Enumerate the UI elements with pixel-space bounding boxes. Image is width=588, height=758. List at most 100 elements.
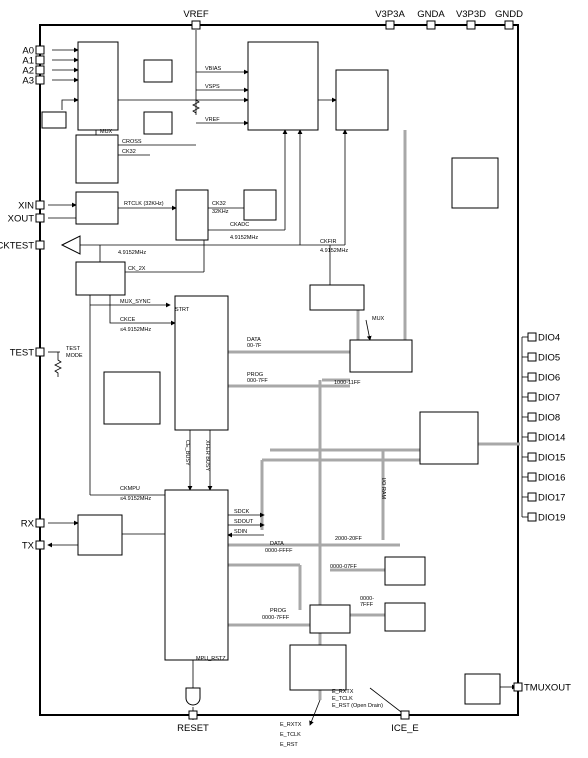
digital-io-block [419,411,479,465]
uart-block [77,514,123,556]
flash-block [384,602,426,632]
pin-label: DIO8 [538,413,560,424]
pin-dio6: DIO6 [522,372,560,384]
test-mux-block [464,673,501,705]
pin-label: V3P3D [456,9,486,20]
ce-block [174,295,229,431]
pin-label: A2 [22,66,34,77]
pin-tmuxout: TMUXOUT [513,682,571,694]
signal-label: E_RXTX [332,689,354,695]
pin-label: TEST [10,348,34,359]
pin-reset: RESET [177,710,209,734]
pin-v3p3a: V3P3A [375,9,405,30]
pin-label: DIO7 [538,393,560,404]
signal-label: MPU_RSTZ [196,656,226,662]
signal-label: E_TCLK [332,696,353,702]
pin-a1: A1 [22,55,45,67]
fir-block [335,69,389,131]
signal-label: 0000-7FFF [262,615,290,621]
signal-label: TEST [66,346,81,352]
vbias-block [143,59,173,83]
signal-lines [47,30,517,726]
signal-label: PROG [270,608,286,614]
pin-a3: A3 [22,75,45,87]
signal-label: ≤4.9152MHz [120,496,151,502]
signal-label: 00-7F [247,343,262,349]
pin-label: DIO19 [538,513,565,524]
pin-label: TX [22,541,35,552]
signal-label: 4.9152MHz [118,250,146,256]
signal-label: 0000-FFFF [265,548,293,554]
pin-xin: XIN [18,200,45,212]
signal-label: 7FFF [360,602,374,608]
adc-block [247,41,319,131]
vref-int-block [143,111,173,135]
pin-dio19: DIO19 [522,512,565,524]
mck-pll-block [175,189,209,241]
pin-dio8: DIO8 [522,412,560,424]
signal-label: VBIAS [205,66,222,72]
pin-label: RESET [177,723,209,734]
signal-label: ≤4.9152MHz [120,327,151,333]
volt-reg-block [451,157,499,209]
pin-vref: VREF [183,9,209,30]
signal-label: CK32 [212,201,226,207]
chip-outline [39,24,519,716]
signal-label: 4.9152MHz [320,248,348,254]
signal-label: CK_2X [128,266,146,272]
pin-cktest: CKTEST [0,240,45,252]
memory-share-top-block [349,339,413,373]
pin-dio17: DIO17 [522,492,565,504]
pin-label: TMUXOUT [524,683,571,694]
pin-label: XIN [18,201,34,212]
div-adc-block [243,189,277,221]
pin-label: XOUT [8,214,35,225]
signal-label: MUX [100,129,113,135]
pin-label: DIO6 [538,373,560,384]
pin-label: DIO5 [538,353,560,364]
signal-label: PROG [247,372,263,378]
signal-label: E_TCLK [280,732,301,738]
pin-a0: A0 [22,45,45,57]
ck-gen-block [75,261,126,296]
signal-label: 0000- [360,596,374,602]
signal-label: VREF [205,117,220,123]
functional-blocks [41,41,501,705]
signal-label: E_RXTX [280,722,302,728]
signal-label: STRT [175,307,190,313]
pin-rx: RX [21,518,45,530]
pin-label: CKTEST [0,241,34,252]
pin-label: DIO15 [538,453,565,464]
pin-ice-e: ICE_E [391,710,419,734]
pin-label: DIO16 [538,473,565,484]
ce-ram-block [309,284,365,311]
temp-block [41,111,67,129]
pin-v3p3d: V3P3D [456,9,486,30]
signal-label: 000-7FF [247,378,268,384]
ce-control-block [103,371,161,425]
pin-label: RX [21,519,35,530]
signal-label: CKCE [120,317,136,323]
signal-label: 1000-11FF [334,380,361,386]
pin-dio7: DIO7 [522,392,560,404]
pin-label: VREF [183,9,209,20]
pin-gnda: GNDA [417,9,445,30]
pin-test: TEST [10,347,45,359]
signal-label: MUX_SYNC [120,299,151,305]
signal-label: I/O RAM [380,478,386,500]
osc-block [75,191,119,225]
signal-label: CKFIR [320,239,337,245]
pin-dio15: DIO15 [522,452,565,464]
pin-label: A3 [22,76,34,87]
pin-label: DIO4 [538,333,560,344]
emulator-block [289,644,347,691]
pin-tx: TX [22,540,45,552]
pin-label: DIO14 [538,433,565,444]
signal-label: CKADC [230,222,249,228]
signal-label: CE_BUSY [184,440,190,466]
memory-share-bot-block [309,604,351,634]
signal-label: VSPS [205,84,220,90]
test-pulldown-resistor [54,352,62,377]
